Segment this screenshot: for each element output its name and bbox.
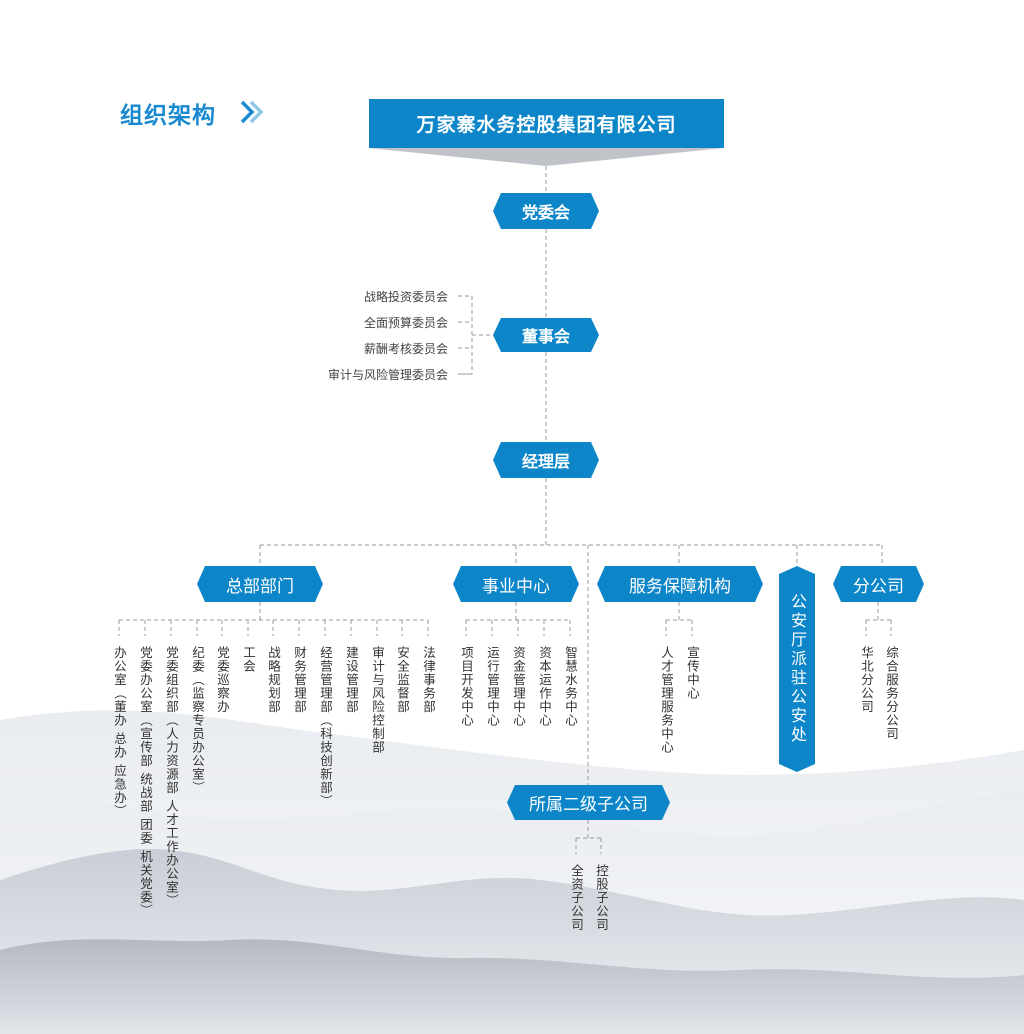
committee-compensation: 薪酬考核委员会: [363, 342, 448, 356]
subsidiary-item: 全资子公司: [569, 864, 584, 932]
police-office-node: 公安厅派驻公安处: [779, 566, 815, 772]
business-item: 资本运作中心: [537, 646, 552, 727]
committee-audit-risk: 审计与风险管理委员会: [327, 368, 448, 382]
committee-budget: 全面预算委员会: [363, 316, 448, 330]
company-node: 万家寨水务控股集团有限公司: [369, 99, 724, 148]
subsidiaries-node: 所属二级子公司: [507, 785, 670, 820]
service-item: 人才管理服务中心: [659, 646, 674, 754]
branch-company-node: 分公司: [833, 566, 924, 602]
subsidiary-item: 控股子公司: [594, 864, 609, 932]
business-item: 运行管理中心: [485, 646, 500, 727]
branch-company-item: 华北分公司: [859, 646, 874, 714]
business-item: 智慧水务中心: [563, 646, 578, 727]
hq-item: 法律事务部: [421, 646, 436, 714]
hq-item: 财务管理部: [292, 646, 307, 714]
hq-item: 安全监督部: [395, 646, 410, 714]
service-item: 宣传中心: [685, 646, 700, 700]
chevron-right-icon: [240, 100, 264, 124]
hq-item: 党委巡察办: [215, 646, 230, 714]
hq-departments-node: 总部部门: [197, 566, 323, 602]
board-node: 董事会: [493, 318, 599, 352]
management-node: 经理层: [493, 442, 599, 478]
hq-item: 审计与风险控制部: [370, 646, 385, 754]
party-committee-node: 党委会: [493, 193, 599, 229]
company-node-base: [369, 148, 724, 166]
hq-item: 建设管理部: [344, 646, 359, 714]
business-item: 项目开发中心: [459, 646, 474, 727]
section-title: 组织架构: [120, 103, 216, 129]
business-item: 资金管理中心: [511, 646, 526, 727]
branch-company-item: 综合服务分公司: [884, 646, 899, 741]
hq-item: 工会: [241, 646, 256, 673]
committee-strategy: 战略投资委员会: [363, 290, 448, 304]
service-support-node: 服务保障机构: [597, 566, 763, 602]
hq-item: 办公室（董办 总办 应急办）: [112, 646, 127, 818]
hq-item: 战略规划部: [266, 646, 281, 714]
business-center-node: 事业中心: [453, 566, 579, 602]
hq-item: 经营管理部（科技创新部）: [318, 646, 333, 808]
hq-item: 纪委（监察专员办公室）: [190, 646, 205, 795]
hq-item: 党委办公室（宣传部 统战部 团委 机关党委）: [138, 646, 153, 918]
hq-item: 党委组织部（人力资源部 人才工作办公室）: [164, 646, 179, 908]
